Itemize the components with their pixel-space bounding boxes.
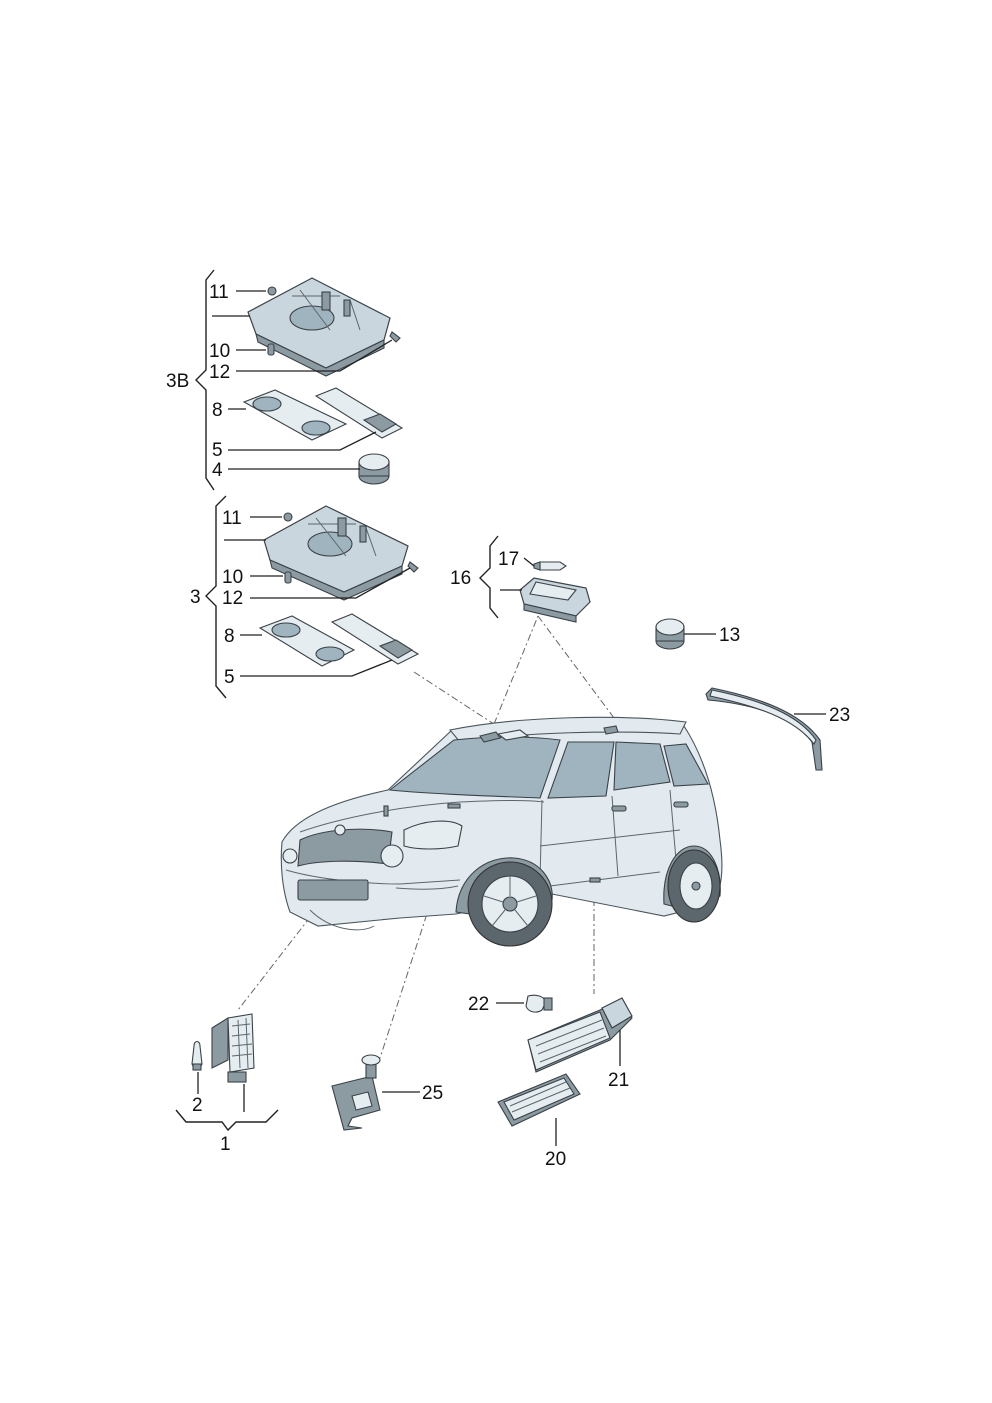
lamp-1[interactable] [211, 1013, 255, 1083]
label-13: 13 [719, 625, 740, 646]
label-11a: 11 [209, 282, 229, 303]
label-1: 1 [220, 1134, 231, 1155]
light-strip-23[interactable] [705, 687, 823, 771]
assembly-1: 2 1 [175, 1013, 279, 1155]
label-10a: 10 [209, 341, 230, 362]
bulb-17[interactable] [533, 561, 567, 571]
reference-lines [237, 615, 615, 1059]
lens-8a[interactable] [242, 389, 348, 441]
assembly-3b: 11 10 12 3B 8 5 4 [166, 269, 404, 491]
label-20: 20 [545, 1149, 566, 1170]
label-5a: 5 [212, 440, 223, 461]
interior-light-housing-3[interactable] [263, 505, 409, 601]
bracket-3b [195, 269, 215, 491]
spring-10a[interactable] [267, 343, 275, 356]
lamp-housing-21[interactable] [527, 997, 633, 1073]
label-4: 4 [212, 460, 223, 481]
bracket-16 [479, 535, 499, 619]
clip-11b[interactable] [283, 512, 293, 522]
bracket-3 [205, 495, 227, 699]
label-3: 3 [190, 587, 201, 608]
label-5b: 5 [224, 667, 235, 688]
label-8b: 8 [224, 626, 235, 647]
label-25: 25 [422, 1083, 443, 1104]
cover-5b[interactable] [330, 613, 420, 665]
lens-20[interactable] [497, 1073, 581, 1127]
lamp-housing-16[interactable] [519, 577, 591, 623]
label-22: 22 [468, 994, 489, 1015]
label-11b: 11 [222, 508, 242, 529]
label-21: 21 [608, 1070, 629, 1091]
assembly-16: 17 16 [450, 535, 591, 623]
label-8a: 8 [212, 400, 223, 421]
screw-12b[interactable] [407, 561, 419, 573]
assembly-3: 11 10 3 12 8 5 [190, 495, 420, 699]
label-3b: 3B [166, 371, 189, 392]
interior-light-housing-3b[interactable] [247, 277, 391, 377]
spring-10b[interactable] [284, 571, 292, 584]
bulb-2[interactable] [191, 1040, 203, 1071]
label-16: 16 [450, 568, 471, 589]
cover-5a[interactable] [314, 387, 404, 439]
switch-4[interactable] [358, 453, 390, 485]
clip-11a[interactable] [267, 286, 277, 296]
lens-8b[interactable] [258, 615, 356, 667]
label-23: 23 [829, 705, 850, 726]
bracket-25[interactable] [331, 1054, 381, 1131]
label-10b: 10 [222, 567, 243, 588]
screw-12a[interactable] [389, 331, 401, 343]
car-illustration [280, 716, 723, 947]
label-17: 17 [498, 549, 519, 570]
label-2: 2 [192, 1095, 203, 1116]
switch-13[interactable] [655, 618, 685, 650]
label-12a: 12 [209, 362, 230, 383]
label-12b: 12 [222, 588, 243, 609]
bulb-22[interactable] [525, 994, 553, 1013]
